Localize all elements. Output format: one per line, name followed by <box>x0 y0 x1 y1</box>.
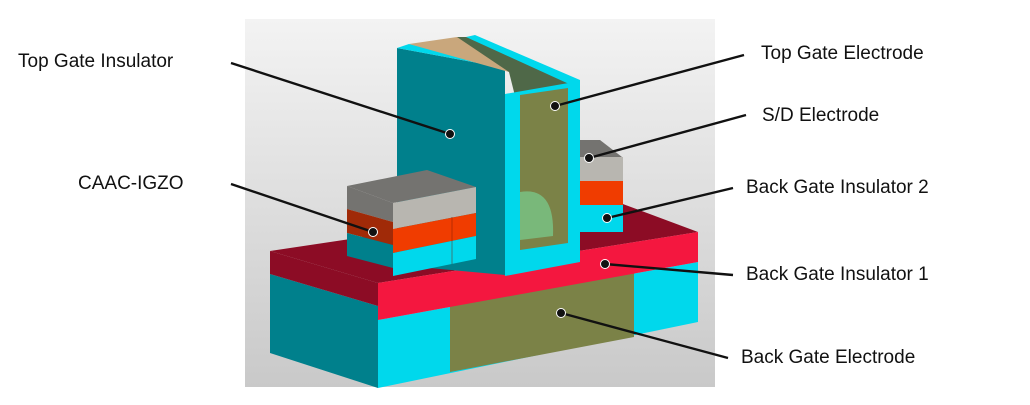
back-gate-insulator-2 <box>578 205 623 232</box>
top-gate-electrode-top-tan <box>409 37 516 72</box>
label-sd-electrode: S/D Electrode <box>762 105 880 126</box>
channel-arch <box>520 191 554 240</box>
label-back-gate-electrode: Back Gate Electrode <box>741 347 916 368</box>
back-gate-insulator-1-front <box>378 232 698 320</box>
right-channel-front <box>578 181 623 205</box>
label-top-gate-electrode: Top Gate Electrode <box>761 43 924 64</box>
caac-igzo-front <box>393 213 476 253</box>
label-back-gate-insulator-2: Back Gate Insulator 2 <box>746 177 929 198</box>
left-sd-electrode-front <box>393 187 476 229</box>
top-gate-insulator-top-right <box>466 35 580 89</box>
back-gate-insulator-1-left <box>270 251 378 306</box>
left-stack-top <box>347 170 476 203</box>
left-insulator-front <box>393 236 476 276</box>
top-gate-electrode-top <box>457 37 580 96</box>
left-insulator-side <box>347 233 393 268</box>
label-top-gate-insulator: Top Gate Insulator <box>18 51 174 72</box>
base-left-face <box>270 274 378 388</box>
back-gate-electrode <box>450 271 634 372</box>
label-caac-igzo: CAAC-IGZO <box>78 173 184 194</box>
leader-lines <box>230 53 747 360</box>
left-sd-side <box>347 186 393 222</box>
label-back-gate-insulator-1: Back Gate Insulator 1 <box>746 264 929 285</box>
